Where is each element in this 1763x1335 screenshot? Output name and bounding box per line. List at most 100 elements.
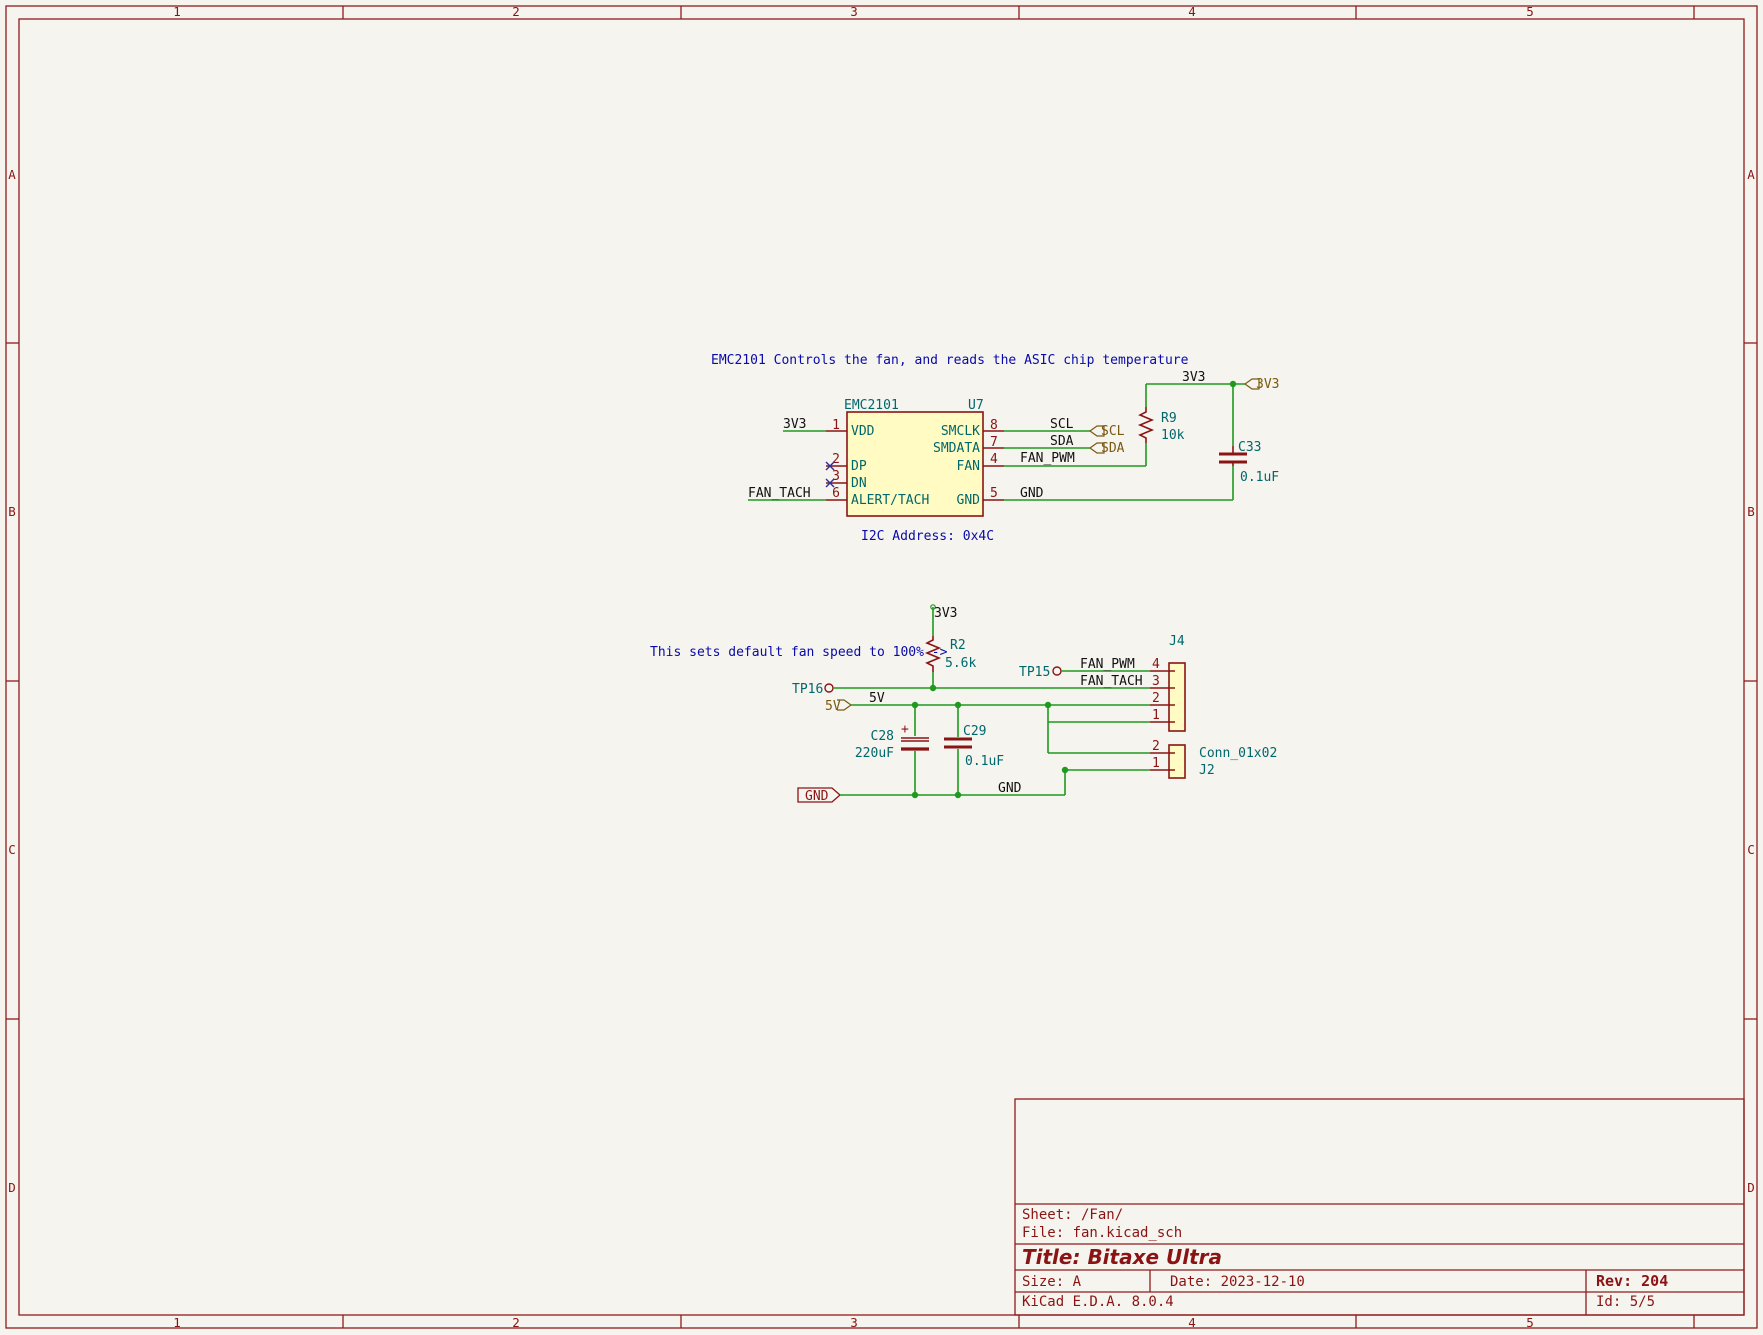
r9-resistor[interactable]: R9 10k bbox=[1137, 407, 1185, 443]
global-label-3v3[interactable]: 3V3 bbox=[1243, 377, 1279, 392]
c28-plus-icon: + bbox=[901, 722, 909, 737]
c33-value: 0.1uF bbox=[1240, 470, 1279, 485]
u7-pin8-num: 8 bbox=[990, 418, 998, 433]
junction-gnd-c29 bbox=[954, 791, 962, 799]
power-gnd-label[interactable]: GND bbox=[797, 787, 841, 804]
net-3v3-top: 3V3 bbox=[1182, 370, 1205, 385]
border-row-b-left: B bbox=[8, 504, 16, 519]
border-col-5-top: 5 bbox=[1526, 4, 1534, 19]
r9-ref: R9 bbox=[1161, 411, 1177, 426]
c29-capacitor[interactable]: C29 0.1uF bbox=[944, 724, 1004, 769]
c29-ref: C29 bbox=[963, 724, 986, 739]
r2-resistor[interactable]: R2 5.6k bbox=[924, 636, 976, 672]
j2-connector[interactable]: 2 1 Conn_01x02 J2 bbox=[1150, 739, 1277, 779]
border-row-a-left: A bbox=[8, 167, 16, 182]
c29-value: 0.1uF bbox=[965, 754, 1004, 769]
net-fan-pwm-j4: FAN_PWM bbox=[1080, 657, 1135, 672]
net-3v3-vdd: 3V3 bbox=[783, 417, 806, 432]
u7-pin-smclk: SMCLK bbox=[941, 424, 980, 439]
tp16-icon[interactable] bbox=[824, 683, 834, 693]
c28-capacitor[interactable]: + C28 220uF bbox=[855, 722, 929, 761]
border-row-c-right: C bbox=[1747, 842, 1755, 857]
sheet-border: 1 2 3 4 5 1 2 3 4 5 A B C D A B C D bbox=[5, 4, 1758, 1330]
border-row-c-left: C bbox=[8, 842, 16, 857]
tp15-icon[interactable] bbox=[1052, 666, 1062, 676]
j2-ref: J2 bbox=[1199, 763, 1215, 778]
u7-pin-gnd: GND bbox=[957, 493, 981, 508]
c33-ref: C33 bbox=[1238, 440, 1261, 455]
note-i2c-address: I2C Address: 0x4C bbox=[861, 529, 994, 544]
u7-pin-fan: FAN bbox=[957, 459, 980, 474]
j2-value: Conn_01x02 bbox=[1199, 746, 1277, 761]
svg-text:SCL: SCL bbox=[1101, 424, 1125, 439]
border-col-1-top: 1 bbox=[173, 4, 181, 19]
u7-pin-vdd: VDD bbox=[851, 424, 875, 439]
u7-pin-alert-tach: ALERT/TACH bbox=[851, 493, 929, 508]
net-gnd-bottom: GND bbox=[998, 781, 1022, 796]
j4-connector[interactable]: J4 4 3 2 1 bbox=[1150, 634, 1186, 732]
power-5v-label[interactable]: 5V bbox=[825, 699, 853, 714]
title-block-id: Id: 5/5 bbox=[1596, 1294, 1655, 1310]
title-block-tool: KiCad E.D.A. 8.0.4 bbox=[1022, 1294, 1174, 1310]
title-block-sheet: Sheet: /Fan/ bbox=[1022, 1207, 1123, 1223]
note-default-speed: This sets default fan speed to 100% -> bbox=[650, 645, 948, 660]
net-fan-tach-j4: FAN_TACH bbox=[1080, 674, 1143, 689]
net-gnd-u7: GND bbox=[1020, 486, 1044, 501]
j4-ref: J4 bbox=[1169, 634, 1185, 649]
u7-pin7-num: 7 bbox=[990, 435, 998, 450]
tp15-ref: TP15 bbox=[1019, 665, 1050, 680]
svg-text:SDA: SDA bbox=[1101, 441, 1125, 456]
border-row-d-right: D bbox=[1747, 1180, 1755, 1195]
net-scl: SCL bbox=[1050, 417, 1074, 432]
border-col-4-bottom: 4 bbox=[1188, 1315, 1196, 1330]
u7-body[interactable] bbox=[846, 411, 984, 517]
title-block-date: Date: 2023-12-10 bbox=[1170, 1274, 1305, 1290]
border-col-5-bottom: 5 bbox=[1526, 1315, 1534, 1330]
border-col-3-bottom: 3 bbox=[850, 1315, 858, 1330]
border-col-1-bottom: 1 bbox=[173, 1315, 181, 1330]
r2-ref: R2 bbox=[950, 638, 966, 653]
u7-pin4-num: 4 bbox=[990, 452, 998, 467]
j4-pin3-num: 3 bbox=[1152, 674, 1160, 689]
border-col-3-top: 3 bbox=[850, 4, 858, 19]
u7-pin3-num: 3 bbox=[832, 469, 840, 484]
border-col-2-bottom: 2 bbox=[512, 1315, 520, 1330]
note-controller: EMC2101 Controls the fan, and reads the … bbox=[711, 353, 1189, 368]
global-label-scl[interactable]: SCL bbox=[1088, 424, 1125, 439]
border-row-d-left: D bbox=[8, 1180, 16, 1195]
u7-pin5-num: 5 bbox=[990, 486, 998, 501]
svg-text:5V: 5V bbox=[825, 699, 841, 714]
c33-capacitor[interactable]: C33 0.1uF bbox=[1219, 440, 1279, 485]
j4-pin4-num: 4 bbox=[1152, 657, 1160, 672]
u7-pin6-num: 6 bbox=[832, 486, 840, 501]
u7-value: EMC2101 bbox=[844, 398, 899, 413]
c28-ref: C28 bbox=[871, 729, 894, 744]
j2-pin1-num: 1 bbox=[1152, 756, 1160, 771]
net-fan-pwm-u7: FAN_PWM bbox=[1020, 451, 1075, 466]
net-3v3-r2: 3V3 bbox=[934, 606, 957, 621]
svg-text:GND: GND bbox=[805, 789, 829, 804]
net-5v: 5V bbox=[869, 691, 885, 706]
u7-ref: U7 bbox=[968, 398, 984, 413]
border-col-4-top: 4 bbox=[1188, 4, 1196, 19]
tp16-ref: TP16 bbox=[792, 682, 823, 697]
r9-value: 10k bbox=[1161, 428, 1185, 443]
border-col-2-top: 2 bbox=[512, 4, 520, 19]
c28-value: 220uF bbox=[855, 746, 894, 761]
r2-value: 5.6k bbox=[945, 656, 976, 671]
u7-pin-dp: DP bbox=[851, 459, 867, 474]
j4-pin2-num: 2 bbox=[1152, 691, 1160, 706]
junction-gnd-c28 bbox=[911, 791, 919, 799]
title-block: Sheet: /Fan/ File: fan.kicad_sch Title: … bbox=[1014, 1098, 1745, 1316]
u7-pin-smdata: SMDATA bbox=[933, 441, 980, 456]
u7-emc2101[interactable]: EMC2101 U7 1 2 3 6 VDD DP DN ALERT/TACH … bbox=[825, 398, 1004, 517]
net-sda: SDA bbox=[1050, 434, 1074, 449]
title-block-rev: Rev: 204 bbox=[1596, 1272, 1668, 1290]
title-block-title: Title: Bitaxe Ultra bbox=[1022, 1245, 1222, 1269]
title-block-size: Size: A bbox=[1022, 1274, 1082, 1290]
j4-pin1-num: 1 bbox=[1152, 708, 1160, 723]
junction-j2-gnd bbox=[1061, 766, 1069, 774]
net-fan-tach-u7: FAN_TACH bbox=[748, 486, 811, 501]
global-label-sda[interactable]: SDA bbox=[1088, 441, 1125, 456]
